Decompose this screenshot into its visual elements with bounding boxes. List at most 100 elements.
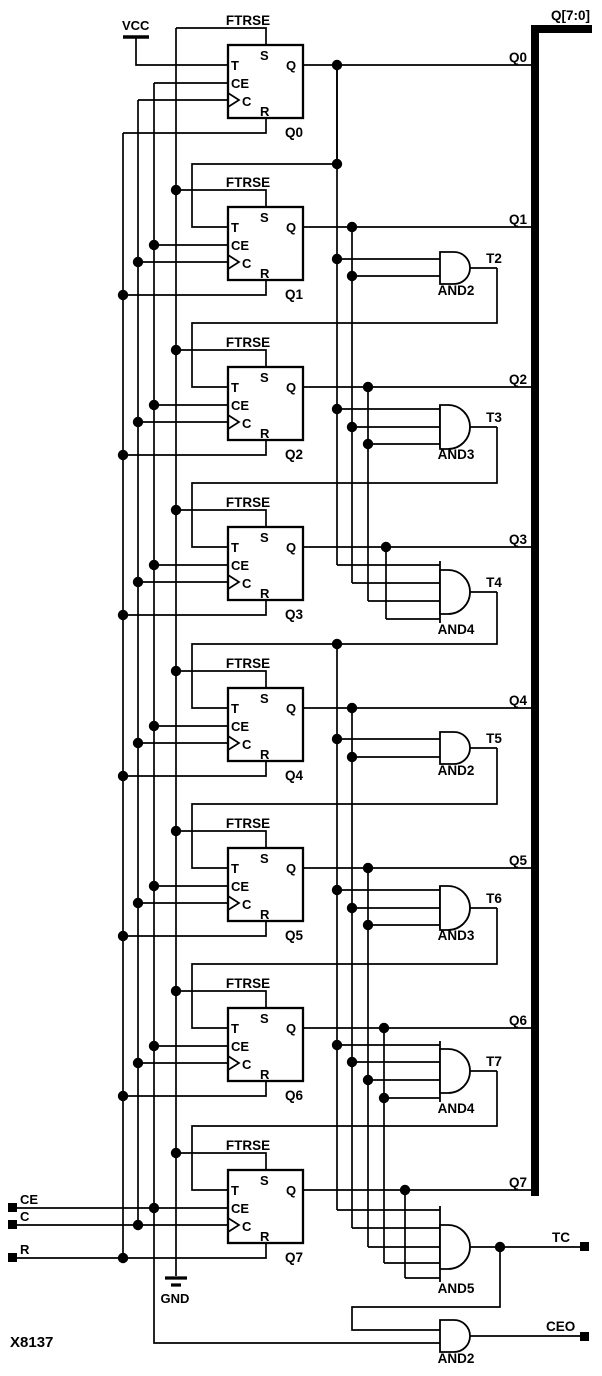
ceo-output-label: CEO	[546, 1319, 575, 1334]
flipflop-q5: FTRSE T CE C S R Q Q5 Q5	[123, 816, 531, 943]
junction-dot	[170, 344, 182, 356]
and4-t4-body	[439, 569, 471, 615]
t2-label: T2	[486, 251, 502, 266]
and2-ceo-label: AND2	[438, 1351, 475, 1366]
and2-t5-body	[439, 731, 471, 765]
ff2-pin-r: R	[260, 426, 270, 441]
flipflop-q3: FTRSE T CE C S R Q Q3 Q3	[123, 495, 531, 622]
gate-inputs-t5	[337, 738, 440, 758]
junction-dot	[170, 504, 182, 516]
junction-dot	[148, 720, 160, 732]
t3-label: T3	[486, 410, 502, 425]
ff7-pin-t: T	[231, 1183, 239, 1198]
ff5-clock-triangle	[227, 895, 241, 911]
flipflop-q2: FTRSE T CE C S R Q Q2 Q2	[123, 335, 531, 462]
ff6-pin-q: Q	[286, 1021, 296, 1036]
ff4-clock-triangle	[227, 735, 241, 751]
and-gate-t2: T2 AND2	[438, 251, 502, 298]
and-gate-t4: T4 AND4	[438, 561, 502, 637]
ff2-body	[226, 365, 305, 442]
ff6-pin-t: T	[231, 1021, 239, 1036]
ff4-pin-s: S	[260, 691, 269, 706]
net-label-q4: Q4	[509, 693, 528, 708]
wrap-t7	[191, 1071, 498, 1191]
ff4-pin-c: C	[242, 737, 252, 752]
and-gate-t3: T3 AND3	[438, 404, 502, 462]
ff7-wires	[17, 1152, 531, 1259]
and2-t5-label: AND2	[438, 763, 475, 778]
ff0-pin-c: C	[242, 94, 252, 109]
flipflop-q6: FTRSE T CE C S R Q Q6 Q6	[123, 976, 531, 1103]
junction-dot	[170, 825, 182, 837]
ff1-instance-label: Q1	[285, 287, 304, 302]
ff1-body	[226, 205, 305, 282]
c-pin-square	[8, 1220, 17, 1229]
junction-dot	[331, 1039, 343, 1051]
junction-dot	[399, 1184, 411, 1196]
junction-dot	[170, 1147, 182, 1159]
t7-label: T7	[486, 1054, 502, 1069]
ff2-pin-q: Q	[286, 380, 296, 395]
junction-dot	[170, 184, 182, 196]
ff2-pin-s: S	[260, 370, 269, 385]
junction-dot	[132, 1219, 144, 1231]
junction-dot	[148, 1202, 160, 1214]
junction-dot	[346, 902, 358, 914]
junction-dot	[346, 421, 358, 433]
ff5-pin-ce: CE	[231, 879, 249, 894]
ff6-wires	[123, 990, 531, 1097]
ff3-pin-s: S	[260, 530, 269, 545]
junction-dot	[346, 751, 358, 763]
ff7-type-label: FTRSE	[226, 1138, 270, 1153]
junction-dot	[331, 403, 343, 415]
ff1-wires	[123, 189, 531, 296]
diagram-id-label: X8137	[10, 1334, 53, 1351]
junction-dot	[380, 541, 392, 553]
ff1-pin-r: R	[260, 266, 270, 281]
rail-ce	[153, 83, 440, 1344]
junction-dot	[494, 1241, 506, 1253]
ceo-pin-square	[580, 1332, 589, 1341]
junction-dot	[346, 702, 358, 714]
junction-dot	[362, 381, 374, 393]
ff0-pin-s: S	[260, 48, 269, 63]
ff4-pin-t: T	[231, 701, 239, 716]
t4-label: T4	[486, 575, 502, 590]
junction-dot	[378, 1092, 390, 1104]
junction-dot	[170, 985, 182, 997]
flipflop-q1: FTRSE T CE C S R Q Q1 Q1	[123, 175, 531, 302]
ff7-pin-r: R	[260, 1229, 270, 1244]
ff0-pin-r: R	[260, 104, 270, 119]
ff3-pin-q: Q	[286, 540, 296, 555]
ff7-clock-triangle	[227, 1217, 241, 1233]
ff0-clock-triangle	[227, 92, 241, 108]
input-pin-c: C	[8, 1209, 30, 1229]
tc-output-label: TC	[552, 1230, 570, 1245]
ff6-pin-s: S	[260, 1011, 269, 1026]
ff6-body	[226, 1006, 305, 1083]
ff2-pin-t: T	[231, 380, 239, 395]
bus-q7-0: Q[7:0]	[531, 8, 592, 1196]
ff7-pin-c: C	[242, 1219, 252, 1234]
tc-pin-square	[580, 1242, 589, 1251]
and-gate-t6: T6 AND3	[438, 885, 502, 943]
junction-dot	[148, 559, 160, 571]
ff1-pin-c: C	[242, 256, 252, 271]
junction-dot	[117, 609, 129, 621]
gnd-label: GND	[161, 1291, 190, 1306]
ff0-pin-q: Q	[286, 58, 296, 73]
tc-to-ceo-wire	[351, 1247, 501, 1331]
and-gate-t5: T5 AND2	[438, 731, 503, 778]
ff0-pin-t: T	[231, 58, 239, 73]
ff4-pin-q: Q	[286, 701, 296, 716]
gnd-symbol: GND	[161, 1276, 190, 1306]
ff7-instance-label: Q7	[285, 1250, 303, 1265]
ff1-pin-s: S	[260, 210, 269, 225]
and2-t2-label: AND2	[438, 283, 475, 298]
gate-inputs-t2	[337, 258, 440, 277]
wrap-t5	[191, 748, 498, 869]
wrap-t4	[191, 592, 498, 709]
ff4-instance-label: Q4	[285, 768, 304, 783]
